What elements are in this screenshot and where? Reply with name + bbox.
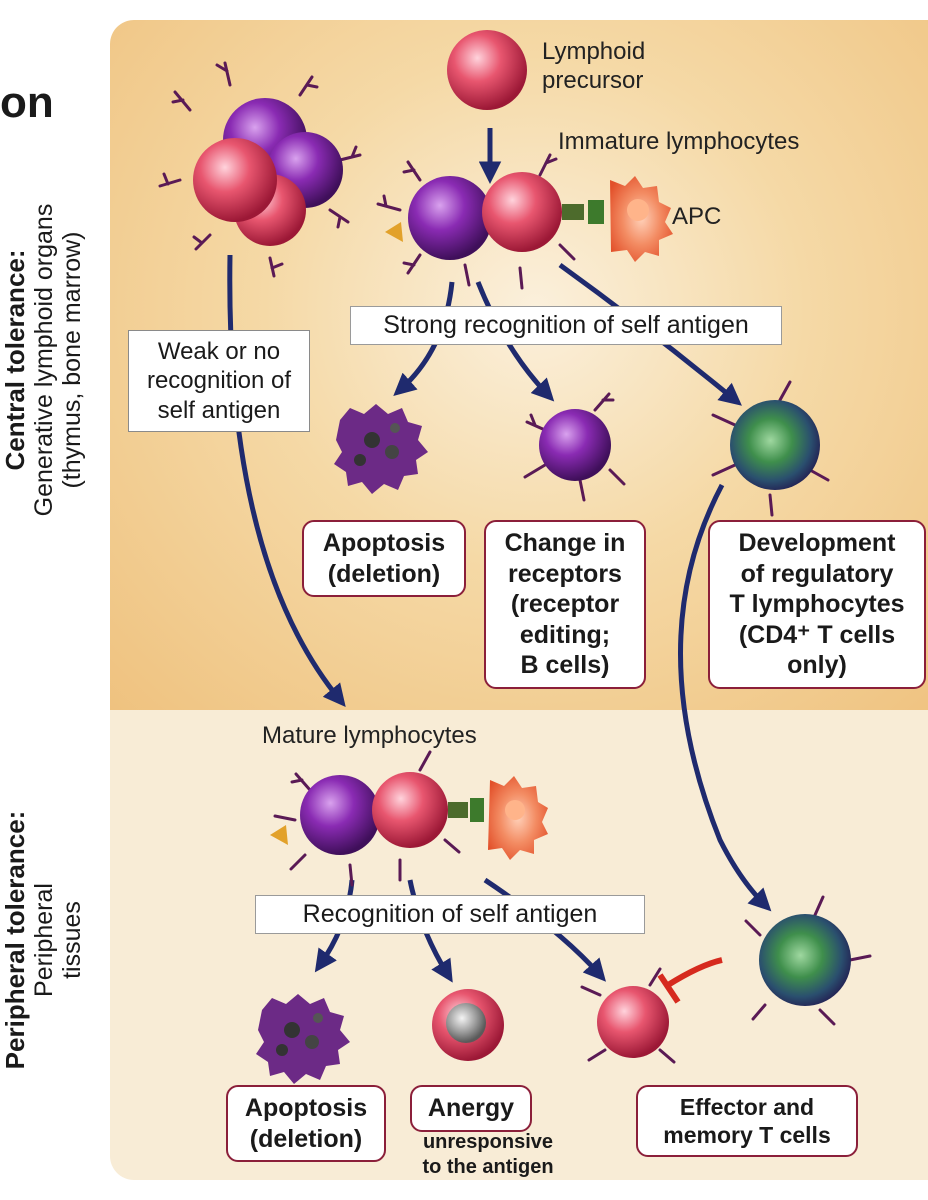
regulatory-line3: T lymphocytes — [729, 590, 905, 618]
immature-lymphocytes-label: Immature lymphocytes — [558, 128, 800, 155]
lymphocyte-cluster — [193, 98, 343, 246]
page-heading-fragment: on — [0, 78, 54, 127]
receptor-edited-cell — [539, 409, 611, 481]
inhibition-arrow — [657, 957, 723, 1004]
recognition-bar: Recognition of self antigen — [255, 895, 645, 934]
apoptosis-central-box: Apoptosis (deletion) — [302, 520, 466, 597]
strong-recognition-bar: Strong recognition of self antigen — [350, 306, 782, 345]
effector-t-cell — [597, 986, 669, 1058]
arrow-regulatory-to-periphery — [678, 483, 772, 912]
apoptosis-peripheral-line1: Apoptosis — [244, 1094, 368, 1122]
regulatory-t-cell-central — [730, 400, 820, 490]
lymphoid-precursor-label: Lymphoid precursor — [542, 38, 645, 96]
receptor-change-line5: B cells) — [520, 651, 610, 679]
weak-line1: Weak or no — [157, 338, 281, 365]
regulatory-line2: of regulatory — [740, 559, 894, 588]
arrow-weak-to-mature — [227, 254, 346, 707]
anergic-cell — [432, 989, 504, 1061]
regulatory-t-cell-peripheral — [759, 914, 851, 1006]
anergy-note-line2: to the antigen — [422, 1156, 554, 1178]
apc-label: APC — [672, 203, 722, 230]
effector-line2: memory T cells — [663, 1122, 831, 1149]
regulatory-line1: Development — [738, 529, 896, 557]
effector-line1: Effector and — [679, 1094, 815, 1120]
anergy-note: unresponsive to the antigen — [398, 1130, 578, 1180]
apoptotic-cell-peripheral — [256, 994, 350, 1084]
regulatory-development-box: Development of regulatory T lymphocytes … — [708, 520, 926, 689]
regulatory-line4: (CD4⁺ T cells — [738, 620, 896, 649]
regulatory-line5: only) — [787, 651, 847, 679]
immature-b-cell — [408, 176, 492, 260]
receptor-change-box: Change in receptors (receptor editing; B… — [484, 520, 646, 689]
mature-t-cell — [372, 772, 448, 848]
receptor-change-line1: Change in — [504, 529, 626, 557]
immature-t-cell — [482, 172, 562, 252]
lymphoid-precursor-line2: precursor — [542, 66, 644, 94]
weak-line3: self antigen — [157, 396, 281, 424]
apoptosis-central-line2: (deletion) — [327, 559, 441, 588]
anergy-note-line1: unresponsive — [422, 1131, 554, 1153]
apoptosis-peripheral-box: Apoptosis (deletion) — [226, 1085, 386, 1162]
mature-lymphocytes-label: Mature lymphocytes — [262, 722, 477, 749]
lymphoid-precursor-line1: Lymphoid — [542, 38, 646, 65]
mature-b-cell — [300, 775, 380, 855]
apoptosis-peripheral-line2: (deletion) — [249, 1124, 363, 1153]
weak-line2: recognition of — [146, 367, 292, 395]
apoptosis-central-line1: Apoptosis — [322, 529, 446, 557]
receptor-change-line4: editing; — [519, 620, 611, 649]
receptor-change-line3: (receptor — [510, 590, 620, 618]
receptor-change-line2: receptors — [508, 559, 622, 588]
lymphoid-precursor-cell — [447, 30, 527, 110]
apoptotic-cell-central — [334, 404, 428, 494]
weak-recognition-box: Weak or no recognition of self antigen — [128, 330, 310, 432]
effector-memory-box: Effector and memory T cells — [636, 1085, 858, 1158]
anergy-box: Anergy — [410, 1085, 532, 1132]
